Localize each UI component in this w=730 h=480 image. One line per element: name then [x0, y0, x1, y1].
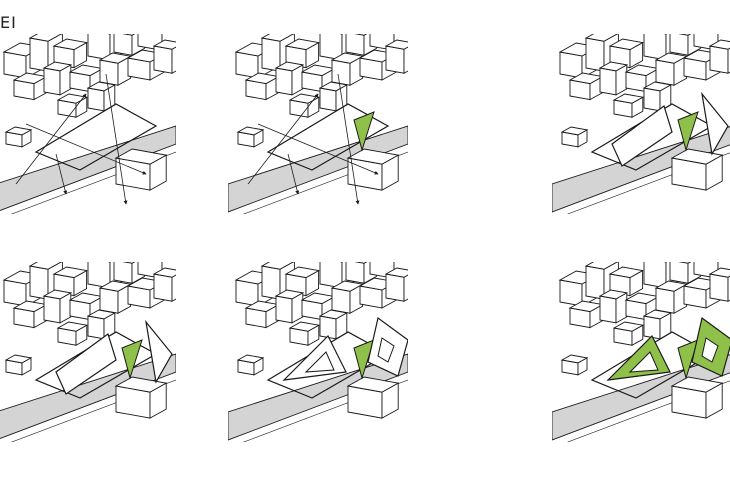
movement-arrow-2	[55, 153, 68, 195]
city-building-3	[284, 38, 320, 69]
city-building-13	[288, 321, 321, 347]
city-building-3	[284, 266, 320, 297]
movement-arrow-3	[257, 123, 379, 175]
city-building-7	[568, 300, 604, 329]
city-building-7	[568, 72, 604, 101]
panel-drawing-4	[0, 262, 176, 442]
green-space-triangle	[677, 111, 699, 152]
city-building-7	[12, 72, 48, 101]
city-building-14	[318, 309, 349, 340]
city-building-14	[642, 81, 673, 112]
city-building-12	[152, 267, 176, 303]
city-building-8	[598, 61, 629, 96]
city-building-3	[608, 38, 644, 69]
courtyard-void-left	[628, 351, 659, 373]
sheet-label: EI	[0, 13, 17, 32]
courtyard-void-right	[377, 337, 395, 363]
city-building-9	[300, 64, 336, 93]
city-building-13	[612, 93, 645, 119]
wedge-building-left	[611, 105, 673, 167]
city-building-13	[612, 321, 645, 347]
foreground-building-left	[236, 354, 265, 376]
foreground-building-right	[670, 376, 724, 419]
site-outline	[266, 103, 390, 171]
foreground-building-right	[346, 148, 400, 191]
road-band	[0, 125, 176, 211]
city-building-12	[384, 39, 408, 75]
diagram-panel-1	[0, 34, 176, 214]
city-building-10	[654, 52, 688, 87]
movement-arrow-4	[337, 73, 360, 205]
diagram-panel-3	[552, 34, 730, 214]
city-building-7	[244, 300, 280, 329]
foreground-building-left	[236, 126, 265, 148]
green-space-triangle	[353, 111, 375, 152]
foreground-building-left	[560, 354, 589, 376]
panel-drawing-2	[228, 34, 408, 214]
green-space-triangle	[353, 339, 375, 380]
city-building-3	[52, 38, 88, 69]
wedge-building-right	[145, 319, 173, 384]
city-building-10	[330, 280, 364, 315]
foreground-building-left	[4, 354, 33, 376]
movement-arrow-4	[105, 73, 128, 205]
wedge-building-left	[55, 333, 117, 395]
city-building-13	[56, 93, 89, 119]
diagram-panel-4	[0, 262, 176, 442]
road-band	[0, 353, 176, 439]
diagram-panel-5	[228, 262, 408, 442]
city-building-14	[86, 309, 117, 340]
diagram-panel-2	[228, 34, 408, 214]
courtyard-void-right	[701, 337, 719, 363]
movement-arrow-3	[25, 123, 147, 175]
wedge-building-right	[701, 91, 729, 156]
foreground-building-right	[114, 148, 168, 191]
panel-drawing-3	[552, 34, 730, 214]
city-building-8	[42, 61, 73, 96]
city-building-10	[98, 280, 132, 315]
site-outline	[34, 103, 158, 171]
movement-arrow-1	[247, 93, 319, 185]
green-space-triangle	[677, 339, 699, 380]
courtyard-void-left	[304, 351, 335, 373]
city-building-14	[642, 309, 673, 340]
city-building-8	[598, 289, 629, 324]
panel-drawing-6	[552, 262, 730, 442]
city-building-7	[12, 300, 48, 329]
city-building-12	[384, 267, 408, 303]
foreground-building-left	[4, 126, 33, 148]
movement-arrow-1	[15, 93, 87, 185]
city-building-13	[288, 93, 321, 119]
city-building-8	[42, 289, 73, 324]
city-building-3	[52, 266, 88, 297]
city-building-12	[152, 39, 176, 75]
city-building-10	[654, 280, 688, 315]
city-building-1	[234, 270, 276, 307]
city-building-12	[708, 39, 730, 75]
green-space-triangle	[121, 339, 143, 380]
movement-arrow-2	[287, 153, 300, 195]
panel-drawing-5	[228, 262, 408, 442]
foreground-building-right	[114, 376, 168, 419]
city-building-8	[274, 61, 305, 96]
foreground-building-right	[670, 148, 724, 191]
city-building-13	[56, 321, 89, 347]
city-building-10	[98, 52, 132, 87]
diagram-panel-6	[552, 262, 730, 442]
foreground-building-right	[346, 376, 400, 419]
city-building-8	[274, 289, 305, 324]
panel-drawing-1	[0, 34, 176, 214]
city-building-7	[244, 72, 280, 101]
city-building-12	[708, 267, 730, 303]
foreground-building-left	[560, 126, 589, 148]
city-building-10	[330, 52, 364, 87]
